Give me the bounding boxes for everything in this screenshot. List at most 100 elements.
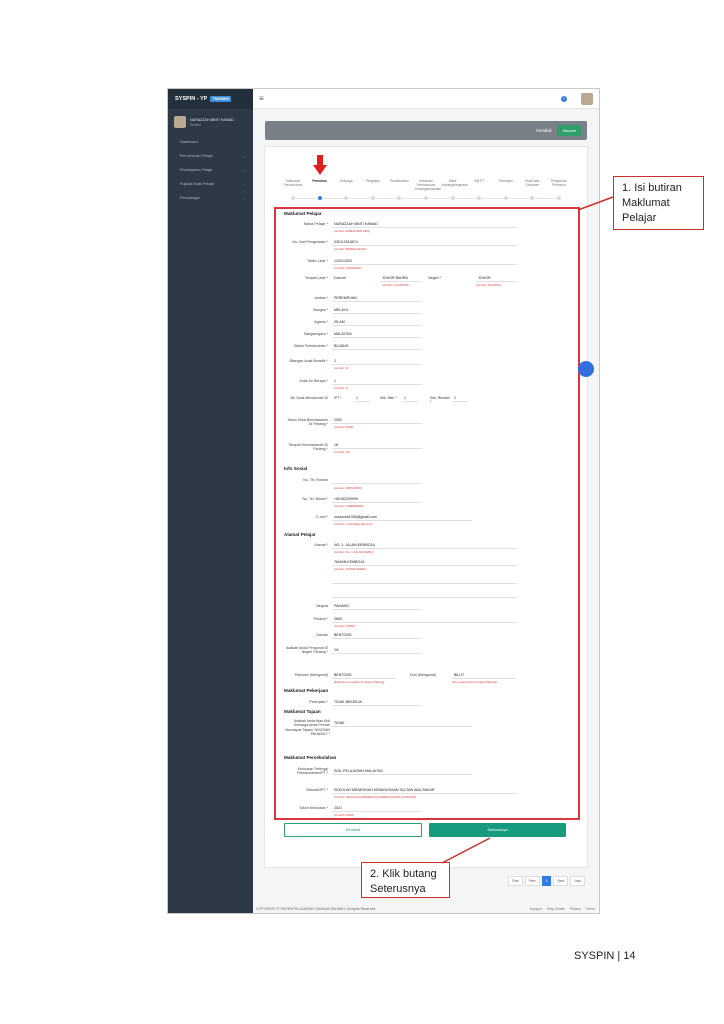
callout-line: Maklumat — [622, 197, 670, 209]
step-item-current[interactable]: Pemohon — [309, 179, 331, 200]
step-item[interactable]: Maklumat Pendahuluan — [282, 179, 304, 200]
topbar: ≡ ? — [253, 89, 599, 109]
tajaan-select[interactable]: TIDAK — [332, 719, 472, 727]
form-card — [264, 146, 588, 868]
sidebar-item-label: Dashboard — [180, 140, 198, 144]
step-item[interactable]: Muat Naik Dokumen — [521, 179, 543, 200]
agama-select[interactable]: ISLAM — [332, 318, 422, 326]
field-label: Tempoh Bermastautin Di Pahang * — [288, 443, 328, 452]
tarikh-lahir-field[interactable]: 12/01/2003 — [332, 257, 517, 265]
field-hint: (Dun mengundi di negeri Pahang) — [452, 680, 498, 684]
sidebar-item-label: Pemulangan — [180, 196, 201, 200]
help-icon[interactable]: ? — [561, 95, 567, 102]
nama-field[interactable]: NURAZZAH BINTI HAMAD — [332, 220, 517, 228]
pengundi-select[interactable]: YA — [332, 646, 422, 654]
field-label: Agama * — [314, 320, 328, 324]
user-panel[interactable]: NURAZZAH BINTI HAMAD Student — [168, 109, 253, 135]
avatar[interactable] — [581, 92, 593, 105]
jantina-select[interactable]: PEREMPUAN — [332, 294, 422, 302]
step-item[interactable]: Keluarga — [335, 179, 357, 200]
tahun-mastautin-field[interactable]: 2002 — [332, 416, 422, 424]
seterusnya-button[interactable]: Seterusnya — [429, 823, 566, 837]
field-hint: (contoh: 2) — [334, 366, 349, 370]
kelulusan-select[interactable]: SIJIL PELAJARAN MALAYSIA — [332, 767, 472, 775]
field-label: Daerah — [316, 633, 328, 637]
bil-anak-field[interactable]: 2 — [332, 357, 422, 365]
sidebar-item-dashboard[interactable]: Dashboard — [168, 135, 253, 149]
tempat-daerah-field[interactable]: JOHOR BAHRU — [380, 274, 422, 282]
field-label: Tempat Lahir * — [304, 276, 328, 280]
sidebar-item-pemulangan[interactable]: Pemulangan ‹ — [168, 191, 253, 205]
footer-link[interactable]: Help Center — [546, 906, 565, 911]
tel-rumah-field[interactable] — [332, 476, 422, 484]
page-first[interactable]: First — [508, 876, 523, 886]
field-label: Sekolah/IPT * — [306, 788, 328, 792]
section-title: Info Sosial — [284, 466, 308, 471]
email-field[interactable]: nurazzah1306@gmail.com — [332, 513, 472, 521]
field-hint: (contoh: 27000) — [334, 624, 356, 628]
negara-select[interactable]: PAHANG — [332, 602, 422, 610]
step-item[interactable]: Pengakuan Pemohon — [548, 179, 570, 200]
field-label: Kelulusan Tertinggi Persekolahan/IPT * — [297, 767, 328, 776]
dun-select[interactable]: BILUT — [452, 671, 516, 679]
chevron-left-icon: ‹ — [243, 195, 245, 201]
page-last[interactable]: Last — [570, 876, 585, 886]
sidebar-item-label: Permohonan Pelajar — [180, 154, 213, 158]
step-item[interactable]: Pekerjaan — [495, 179, 517, 200]
bil-ipt-field[interactable]: 1 — [354, 394, 370, 402]
field-hint: (contoh: KUANTAN) — [382, 283, 409, 287]
tempat-negeri-field[interactable]: JOHOR — [476, 274, 518, 282]
field-label: Nama Pelajar * — [303, 222, 328, 226]
bil-sekrendah-field[interactable]: 1 — [452, 394, 468, 402]
sidebar-item-permohonan[interactable]: Permohonan Pelajar ‹ — [168, 149, 253, 163]
kembali-button[interactable]: Kembali — [284, 823, 422, 837]
nokp-field[interactable]: 030112018574 — [332, 238, 517, 246]
kahwin-select[interactable]: BUJANG — [332, 342, 422, 350]
pekerjaan-select[interactable]: TIDAK BEKERJA — [332, 698, 422, 706]
sidebar-item-rujukan[interactable]: Rujukan Balik Pelajar‹ — [168, 177, 253, 191]
warganegara-select[interactable]: MALAYSIA — [332, 330, 422, 338]
footer-link[interactable]: Privacy — [569, 906, 581, 911]
footer-link[interactable]: Support — [529, 906, 542, 911]
page-current[interactable]: 1 — [541, 876, 552, 886]
field-label: Tahun Kelulusan * — [299, 806, 328, 810]
tahun-kelulusan-field[interactable]: 2021 — [332, 804, 422, 812]
parlimen-select[interactable]: BENTONG — [332, 671, 396, 679]
alamat1-field[interactable]: NO. 1, JALAN KEMBOJA — [332, 541, 517, 549]
field-hint: (contoh: TAMAN AWAN) — [334, 567, 367, 571]
alamat3-field[interactable] — [332, 576, 517, 584]
field-hint: (Parlimen mengikut di negeri Pahang) — [334, 680, 385, 684]
step-item[interactable]: Sijil PT — [468, 179, 490, 200]
simpan-button[interactable]: Simpan — [557, 125, 581, 136]
action-bar: Kembali Simpan — [265, 121, 587, 140]
anak-ke-field[interactable]: 1 — [332, 377, 422, 385]
field-label: Dun (Mengundi) — [410, 673, 436, 677]
daerah-select[interactable]: BENTONG — [332, 631, 422, 639]
footer-link[interactable]: Terms — [585, 906, 595, 911]
tel-bimbit-field[interactable]: +60162209999 — [332, 495, 422, 503]
chevron-left-icon: ‹ — [243, 153, 245, 159]
sidebar-item-pembayaran[interactable]: Pembayaran Pelajar‹ — [168, 163, 253, 177]
page-next[interactable]: Next — [553, 876, 569, 886]
poskod-field[interactable]: 2800 — [332, 615, 517, 623]
scroll-indicator[interactable] — [578, 361, 594, 377]
section-title: Maklumat Tajaan — [284, 709, 321, 714]
step-item[interactable]: Pendahuluan — [388, 179, 410, 200]
step-item[interactable]: Wakil Kewarganegaraan — [442, 179, 468, 200]
field-label: Daerah — [334, 276, 346, 280]
field-hint: (contoh: 830001011234) — [334, 247, 367, 251]
page-prev[interactable]: Prev — [524, 876, 540, 886]
tempoh-mastautin-field[interactable]: 18 — [332, 441, 422, 449]
field-label: Bilangan Anak Beradik * — [289, 359, 328, 363]
alamat4-field[interactable] — [332, 590, 517, 598]
sekolah-field[interactable]: SEKOLAH MENENGAH KEBANGSAAN SULTAN ABU B… — [332, 786, 517, 794]
bil-sekmen-field[interactable]: 1 — [402, 394, 418, 402]
field-label: E-mel * — [316, 515, 328, 519]
step-item[interactable]: Kelulusan Pendahuluan Kewarganegaraan — [415, 179, 441, 200]
kembali-link[interactable]: Kembali — [536, 128, 552, 133]
alamat2-field[interactable]: TAMAN KEMBOJA — [332, 558, 517, 566]
field-label: Parlimen (Mengundi) — [294, 673, 328, 677]
bangsa-select[interactable]: MELAYU — [332, 306, 422, 314]
step-item[interactable]: Pengajian — [362, 179, 384, 200]
hamburger-icon[interactable]: ≡ — [259, 94, 264, 103]
